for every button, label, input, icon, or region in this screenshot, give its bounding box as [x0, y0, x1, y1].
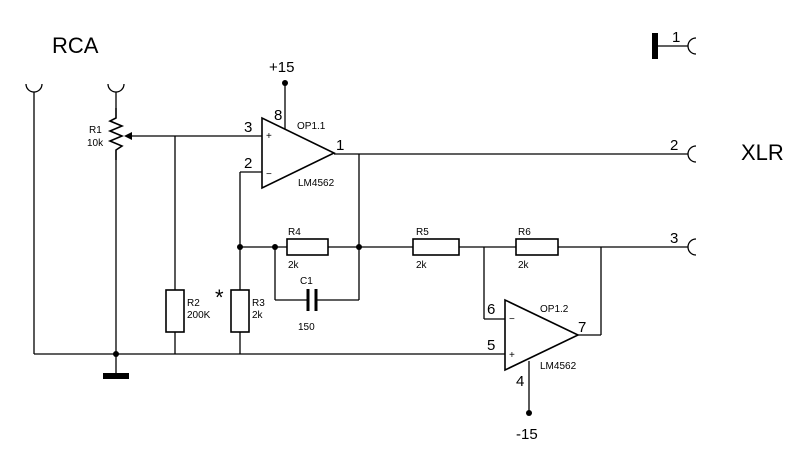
resistor-r2: R2 200K: [165, 136, 211, 354]
op2-triangle: [504, 298, 580, 372]
svg-text:−: −: [266, 169, 272, 180]
r5-r6-chain: R5 2k R6 2k: [412, 227, 688, 336]
op2-pin5: 5: [487, 337, 495, 354]
r6-value: 2k: [518, 260, 530, 271]
rca-connector: RCA: [25, 33, 125, 354]
op1-pin1: 1: [336, 137, 344, 154]
op1-name: OP1.1: [297, 121, 326, 132]
op1-pin3: 3: [244, 119, 252, 136]
svg-text:−: −: [509, 314, 515, 325]
xlr-pin3-label: 3: [670, 230, 678, 247]
op2-pin7: 7: [578, 319, 586, 336]
svg-text:+: +: [509, 350, 515, 361]
rca-ground-contact: [25, 83, 43, 93]
r5-body: [412, 238, 460, 256]
op2-name: OP1.2: [540, 304, 569, 315]
xlr-pin1-ground-symbol: [652, 33, 658, 59]
op1-pin2: 2: [244, 155, 252, 172]
supply-negative: -15: [516, 426, 538, 443]
ground-symbol: [103, 373, 129, 379]
xlr-pin2-contact: [687, 145, 697, 163]
r3-mark: *: [215, 285, 224, 310]
r3-body: [230, 289, 250, 333]
op1-triangle: [261, 116, 336, 190]
potentiometer-r1: R1 10k: [87, 108, 262, 354]
r3-value: 2k: [252, 310, 264, 321]
ground-rail: [34, 351, 505, 379]
svg-text:+: +: [266, 131, 272, 142]
wiper-arrow: [124, 132, 132, 140]
r1-name: R1: [89, 125, 102, 136]
r2-name: R2: [187, 298, 200, 309]
r6-name: R6: [518, 227, 531, 238]
supply-positive: +15: [269, 59, 294, 76]
r3-name: R3: [252, 298, 265, 309]
r6-body: [515, 238, 559, 256]
r2-value: 200K: [187, 310, 211, 321]
rca-label: RCA: [52, 33, 99, 58]
r4-name: R4: [288, 227, 301, 238]
rca-signal-contact: [107, 83, 125, 93]
op2-pin6: 6: [487, 301, 495, 318]
xlr-connector: XLR 1 2 3: [652, 29, 784, 256]
op2-part: LM4562: [540, 361, 577, 372]
op1-part: LM4562: [298, 178, 335, 189]
opamp-op1: + − OP1.1 LM4562 3 2 8 1 +15: [244, 59, 344, 190]
opamp-op2: − + OP1.2 LM4562 6 5 7 4 -15: [487, 298, 586, 443]
xlr-label: XLR: [741, 140, 784, 165]
c1-value: 150: [298, 322, 315, 333]
xlr-pin2-label: 2: [670, 137, 678, 154]
r5-name: R5: [416, 227, 429, 238]
op1-pin8: 8: [274, 107, 282, 124]
r4-value: 2k: [288, 260, 300, 271]
op1-feedback-network: R4 2k C1 150: [237, 154, 413, 333]
resistor-r3: * R3 2k: [215, 285, 265, 354]
op2-pin4: 4: [516, 373, 524, 390]
xlr-pin3-contact: [687, 238, 697, 256]
r1-value: 10k: [87, 138, 104, 149]
r4-body: [286, 238, 329, 256]
r2-body: [165, 289, 185, 333]
c1-name: C1: [300, 276, 313, 287]
xlr-pin1-label: 1: [672, 29, 680, 46]
xlr-pin1-contact: [687, 37, 697, 55]
r5-value: 2k: [416, 260, 428, 271]
